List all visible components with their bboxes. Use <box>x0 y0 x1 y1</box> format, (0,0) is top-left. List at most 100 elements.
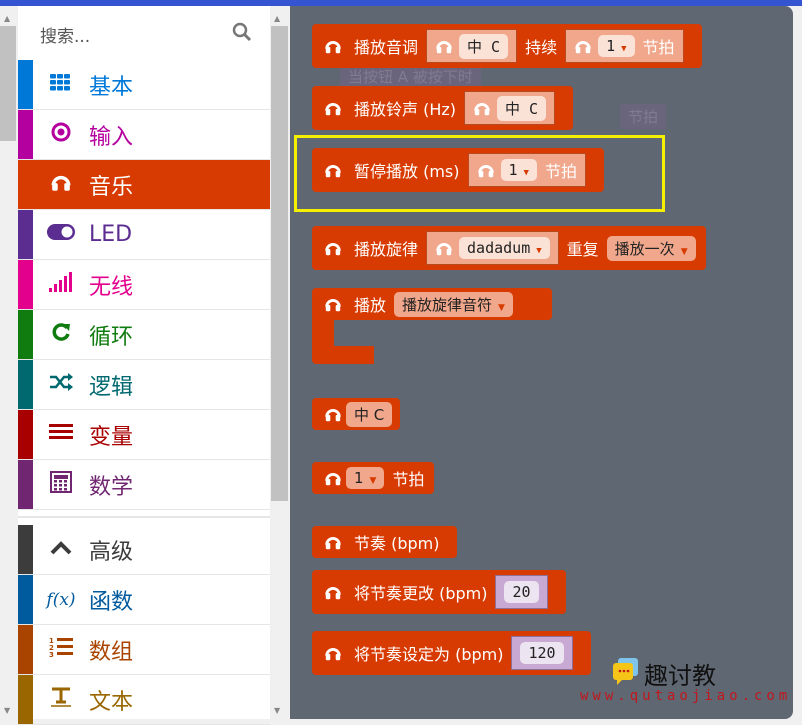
beat-slot[interactable]: 1▼节拍 <box>565 29 684 63</box>
category-4[interactable]: 无线 <box>18 260 270 310</box>
toggle-icon <box>46 223 76 246</box>
search-box[interactable]: 搜索... <box>18 6 270 60</box>
melody-value: dadadum <box>467 239 531 257</box>
tempo-set-input[interactable]: 120 <box>520 642 564 664</box>
loop-icon <box>46 321 76 348</box>
category-8[interactable]: 数学 <box>18 460 270 510</box>
beat-unit: 节拍 <box>392 470 425 489</box>
category-color-bar <box>18 460 33 509</box>
tempo-block[interactable]: 节奏 (bpm) <box>312 526 458 558</box>
category-color-bar <box>18 625 33 674</box>
category-color-bar <box>18 675 33 724</box>
category-label: LED <box>89 222 133 247</box>
watermark-url: www.qutaojiao.com <box>580 688 792 704</box>
note-slot[interactable]: 中 C <box>464 91 556 125</box>
event-block-foot <box>312 346 374 364</box>
block-label: 节奏 (bpm) <box>354 534 440 553</box>
ring-tone-block[interactable]: 播放铃声 (Hz) 中 C <box>312 86 574 130</box>
beat-dropdown[interactable]: 1▼ <box>346 467 385 489</box>
rest-block[interactable]: 暂停播放 (ms) 1▼节拍 <box>312 148 604 192</box>
headphones-icon <box>324 239 342 257</box>
note-value[interactable]: 中 C <box>459 33 509 59</box>
toolbox-scrollbar[interactable]: ▲▼ <box>270 6 290 719</box>
play-tone-block[interactable]: 播放音调 中 C 持续 1▼节拍 <box>312 24 702 68</box>
lines-icon <box>46 423 76 446</box>
signal-icon <box>46 272 76 297</box>
block-label: 播放音调 <box>354 38 419 57</box>
svg-text:1: 1 <box>49 637 54 645</box>
category-color-bar <box>18 310 33 359</box>
target-icon <box>46 121 76 148</box>
number-slot[interactable]: 20 <box>495 575 548 609</box>
event-value: 播放旋律音符 <box>402 295 493 314</box>
category-color-bar <box>18 360 33 409</box>
headphones-icon <box>435 239 453 257</box>
grid-icon <box>46 73 76 96</box>
separator <box>18 516 270 518</box>
block-label: 播放 <box>354 296 387 315</box>
category-7[interactable]: 变量 <box>18 410 270 460</box>
headphones-icon <box>324 37 342 55</box>
search-icon[interactable] <box>232 22 252 42</box>
dropdown-arrow-icon: ▼ <box>498 302 505 313</box>
category-color-bar <box>18 60 33 109</box>
category-label: 基本 <box>89 74 134 100</box>
headphones-icon <box>324 99 342 117</box>
dropdown-arrow-icon: ▼ <box>680 246 688 257</box>
note-block[interactable]: 中 C <box>312 398 401 430</box>
block-label: 持续 <box>525 38 558 57</box>
category-12[interactable]: 文本 <box>18 675 270 725</box>
function-icon: f(x) <box>46 590 76 610</box>
set-tempo-block[interactable]: 将节奏设定为 (bpm) 120 <box>312 631 591 675</box>
beat-dropdown[interactable]: 1▼ <box>500 159 537 181</box>
scrollbar-thumb[interactable] <box>0 26 16 141</box>
beat-dropdown[interactable]: 1▼ <box>598 35 635 57</box>
category-3[interactable]: LED <box>18 210 270 260</box>
category-2[interactable]: 音乐 <box>18 160 270 210</box>
melody-slot[interactable]: dadadum▼ <box>426 231 559 265</box>
dropdown-arrow-icon: ▼ <box>523 168 529 178</box>
category-10[interactable]: f(x)函数 <box>18 575 270 625</box>
tempo-change-input[interactable]: 20 <box>504 581 539 603</box>
headphones-icon <box>473 99 491 117</box>
category-5[interactable]: 循环 <box>18 310 270 360</box>
note-value[interactable]: 中 C <box>346 401 393 427</box>
category-9[interactable]: 高级 <box>18 525 270 575</box>
music-event-block[interactable]: 播放 播放旋律音符 ▼ <box>312 288 552 320</box>
event-dropdown[interactable]: 播放旋律音符 ▼ <box>394 291 513 317</box>
number-slot[interactable]: 120 <box>511 636 573 670</box>
headphones-icon <box>324 644 342 662</box>
category-color-bar <box>18 110 33 159</box>
block-label: 播放铃声 (Hz) <box>354 100 457 119</box>
search-input[interactable]: 搜索... <box>40 27 91 47</box>
block-label: 暂停播放 (ms) <box>354 162 460 181</box>
page-scrollbar[interactable]: ▲▼ <box>0 6 17 719</box>
dropdown-arrow-icon: ▼ <box>369 476 377 486</box>
note-slot[interactable]: 中 C <box>426 29 518 63</box>
svg-text:3: 3 <box>49 651 54 658</box>
svg-text:2: 2 <box>49 644 54 652</box>
repeat-dropdown[interactable]: 播放一次 ▼ <box>606 235 696 261</box>
highlight-box <box>294 135 665 212</box>
beat-block[interactable]: 1▼ 节拍 <box>312 462 435 494</box>
change-tempo-block[interactable]: 将节奏更改 (bpm) 20 <box>312 570 566 614</box>
watermark-name: 趣讨教 <box>644 662 716 690</box>
workspace-edge <box>793 6 802 719</box>
category-6[interactable]: 逻辑 <box>18 360 270 410</box>
melody-dropdown[interactable]: dadadum▼ <box>459 237 550 259</box>
category-1[interactable]: 输入 <box>18 110 270 160</box>
beat-value: 1 <box>354 469 364 487</box>
play-melody-block[interactable]: 播放旋律 dadadum▼ 重复 播放一次▼ <box>312 226 706 270</box>
category-label: 输入 <box>89 124 134 150</box>
text-icon <box>46 685 76 714</box>
beat-value: 1 <box>606 37 616 55</box>
category-color-bar <box>18 525 33 574</box>
chevron-up-icon <box>46 539 76 560</box>
category-0[interactable]: 基本 <box>18 60 270 110</box>
beat-slot[interactable]: 1▼节拍 <box>467 153 586 187</box>
note-value[interactable]: 中 C <box>497 95 547 121</box>
block-label: 将节奏更改 (bpm) <box>354 584 488 603</box>
repeat-value: 播放一次 <box>614 239 675 258</box>
scrollbar-thumb[interactable] <box>271 26 288 501</box>
